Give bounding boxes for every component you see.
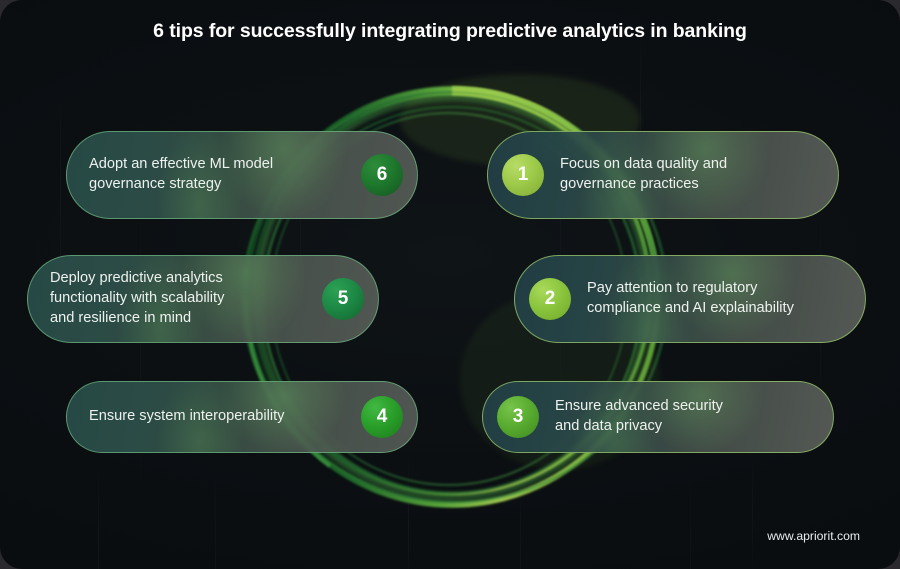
tip-badge-1: 1: [502, 154, 544, 196]
tip-badge-2: 2: [529, 278, 571, 320]
tip-card-3[interactable]: 3 Ensure advanced security and data priv…: [482, 381, 834, 453]
footer-url: www.apriorit.com: [767, 529, 860, 543]
tip-card-6[interactable]: Adopt an effective ML model governance s…: [66, 131, 418, 219]
tip-number-6: 6: [376, 164, 388, 185]
tip-badge-3: 3: [497, 396, 539, 438]
tip-text-1: Focus on data quality and governance pra…: [560, 156, 728, 192]
tip-card-1[interactable]: 1 Focus on data quality and governance p…: [487, 131, 839, 219]
tip-badge-5: 5: [322, 278, 364, 320]
tip-card-5[interactable]: Deploy predictive analytics functionalit…: [27, 255, 379, 343]
tip-number-2: 2: [544, 288, 556, 309]
tip-card-4[interactable]: Ensure system interoperability 4: [66, 381, 418, 453]
page-title: 6 tips for successfully integrating pred…: [153, 20, 747, 42]
tip-badge-6: 6: [361, 154, 403, 196]
tip-badge-4: 4: [361, 396, 403, 438]
tip-number-5: 5: [337, 288, 349, 309]
tip-text-4: Ensure system interoperability: [89, 408, 285, 425]
tip-text-5: Deploy predictive analytics functionalit…: [50, 270, 225, 326]
tip-text-3: Ensure advanced security and data privac…: [555, 398, 723, 434]
tip-number-1: 1: [517, 164, 529, 185]
tip-text-2: Pay attention to regulatory compliance a…: [587, 280, 794, 316]
tip-number-4: 4: [376, 406, 388, 427]
tip-number-3: 3: [512, 406, 524, 427]
tip-card-2[interactable]: 2 Pay attention to regulatory compliance…: [514, 255, 866, 343]
tip-text-6: Adopt an effective ML model governance s…: [89, 156, 274, 192]
